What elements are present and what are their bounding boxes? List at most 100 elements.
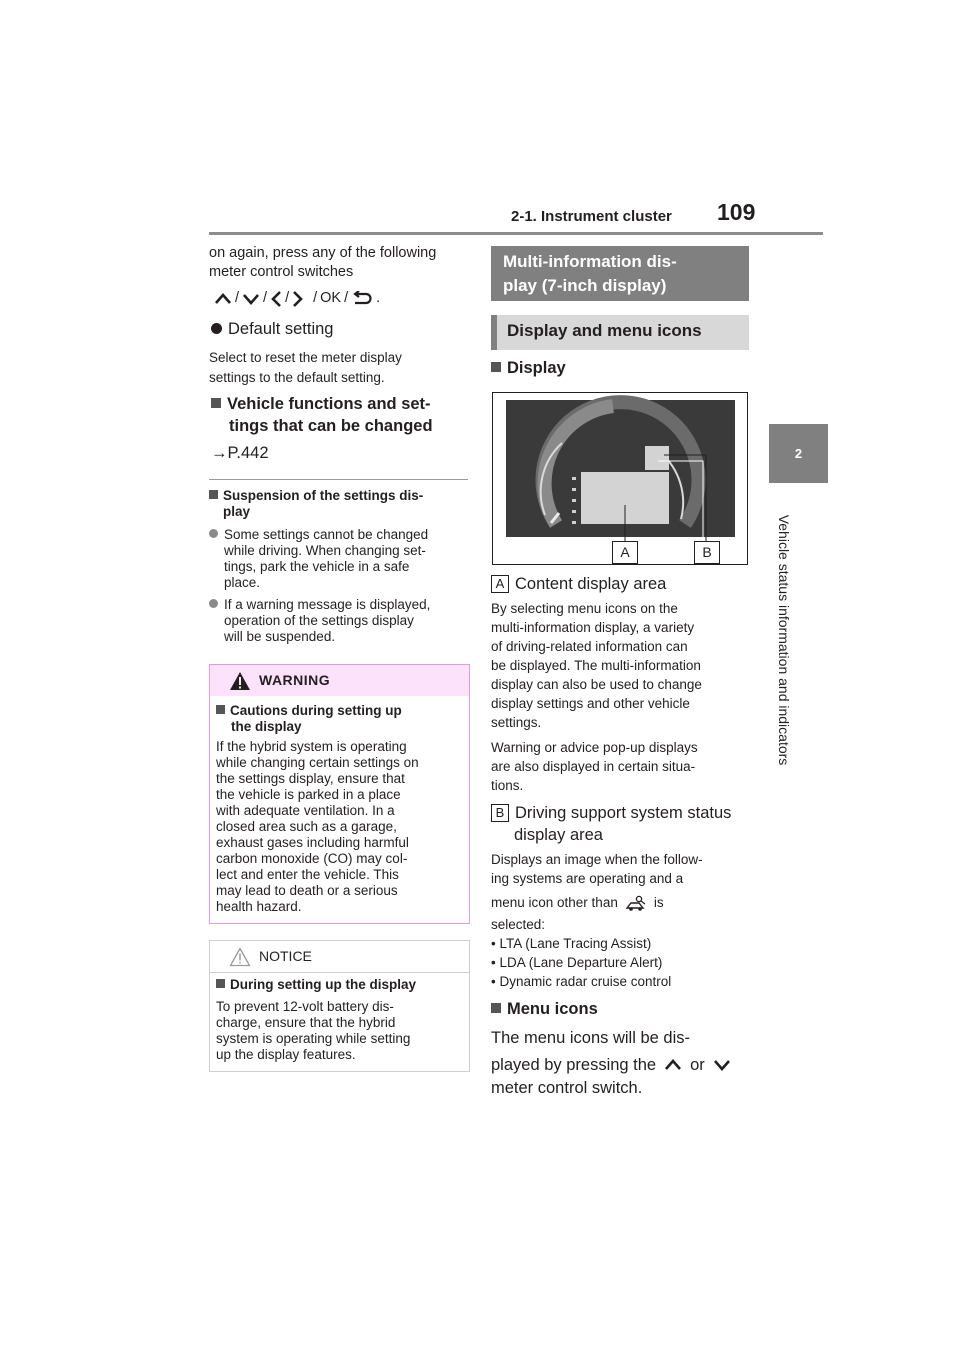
item-a-line: settings.: [491, 715, 542, 730]
warning-text-line: with adequate ventilation. In a: [216, 803, 395, 818]
notice-title: NOTICE: [259, 948, 312, 964]
intro-line-2: meter control switches: [209, 264, 354, 280]
suspension-item-2: If a warning message is displayed, opera…: [209, 597, 430, 645]
default-setting-title: Default setting: [228, 320, 334, 338]
page-number: 109: [717, 199, 756, 225]
switch-list: / / / / OK / .: [214, 289, 380, 308]
warning-text-line: may lead to death or a serious: [216, 883, 398, 898]
menu-icons-heading: Menu icons: [491, 998, 598, 1020]
display-heading-text: Display: [507, 359, 566, 377]
notice-text-line: system is operating while setting: [216, 1031, 411, 1046]
chevron-left-icon: [271, 290, 281, 307]
system-list-item: • LTA (Lane Tracing Assist): [491, 936, 652, 951]
divider: [209, 479, 468, 480]
arrow-right-icon: →: [211, 444, 228, 462]
menu-icons-heading-text: Menu icons: [507, 1000, 598, 1018]
item-a-line: are also displayed in certain situa-: [491, 759, 696, 774]
system-list-item: • LDA (Lane Departure Alert): [491, 955, 663, 970]
warning-title: WARNING: [259, 672, 331, 688]
item-a-title-text: Content display area: [515, 575, 667, 593]
header-rule: [209, 232, 823, 235]
display-illustration: [506, 395, 735, 541]
label-b-box: B: [491, 804, 509, 822]
section-title-bar: Multi-information dis- play (7-inch disp…: [491, 246, 749, 301]
item-a-line: of driving-related information can: [491, 639, 688, 654]
caution-triangle-icon: [229, 947, 251, 967]
item-a-line: tions.: [491, 778, 524, 793]
suspension-item-2-line: operation of the settings display: [224, 613, 414, 628]
dot-bullet-icon: [209, 599, 218, 608]
notice-text-line: charge, ensure that the hybrid: [216, 1015, 396, 1030]
warning-box: WARNING Cautions during setting up the d…: [209, 664, 470, 924]
switch-separator: /: [313, 290, 318, 306]
warning-text-line: exhaust gases including harmful: [216, 835, 409, 850]
item-b-line-1: Displays an image when the follow-: [491, 852, 703, 867]
item-a-line: By selecting menu icons on the: [491, 601, 678, 616]
default-setting-text-2: settings to the default setting.: [209, 370, 385, 385]
square-bullet-icon: [209, 490, 218, 499]
ok-switch-label: OK: [320, 290, 342, 306]
item-a-line: display can also be used to change: [491, 677, 702, 692]
chevron-down-icon: [713, 1060, 730, 1071]
callout-label-b: B: [694, 541, 720, 564]
warning-header: WARNING: [210, 665, 469, 696]
callout-label-a: A: [612, 541, 638, 564]
suspension-heading-line-1: Suspension of the settings dis-: [223, 488, 424, 503]
menu-line-2: played by pressing the or: [491, 1054, 731, 1076]
driver-assist-menu-icon: [625, 895, 646, 911]
system-list-item: • Dynamic radar cruise control: [491, 974, 672, 989]
item-a-line: display settings and other vehicle: [491, 696, 690, 711]
square-bullet-icon: [216, 705, 225, 714]
back-arrow-icon: [353, 290, 372, 304]
item-a-line: Warning or advice pop-up displays: [491, 740, 698, 755]
suspension-item-2-line: will be suspended.: [224, 629, 336, 644]
chapter-number: 2: [794, 446, 803, 461]
warning-heading: Cautions during setting up the display: [216, 703, 402, 735]
vehicle-functions-heading: Vehicle functions and set-: [211, 393, 431, 415]
item-b-title-line-2: display area: [514, 826, 603, 844]
bullet-icon: [211, 323, 222, 334]
square-bullet-icon: [211, 398, 221, 408]
switch-separator: /: [263, 290, 268, 306]
switch-separator: /: [235, 290, 240, 306]
chevron-up-icon: [215, 292, 231, 304]
warning-text-line: the settings display, ensure that: [216, 771, 405, 786]
page-reference: →P.442: [211, 442, 269, 464]
notice-box: NOTICE During setting up the display To …: [209, 940, 470, 1072]
section-title-line-2: play (7-inch display): [503, 276, 667, 295]
section-title-line-1: Multi-information dis-: [503, 252, 677, 271]
item-a-title: A Content display area: [491, 573, 666, 595]
page-reference-text: P.442: [227, 444, 269, 462]
notice-text: To prevent 12-volt battery dis-charge, e…: [216, 999, 410, 1063]
menu-line-2-or: or: [690, 1056, 705, 1074]
item-b-line-4: selected:: [491, 917, 546, 932]
item-a-description-2: Warning or advice pop-up displays are als…: [491, 738, 698, 795]
display-heading: Display: [491, 357, 566, 379]
item-b-line-3-start: menu icon other than: [491, 895, 618, 910]
suspension-item-1: Some settings cannot be changed while dr…: [209, 527, 428, 591]
notice-heading-text: During setting up the display: [230, 977, 417, 992]
warning-triangle-icon: [230, 672, 250, 690]
subsection-title-bar: Display and menu icons: [491, 315, 749, 350]
display-figure: A B: [492, 392, 748, 565]
warning-heading-line-2: the display: [231, 719, 302, 734]
default-setting-heading: Default setting: [211, 318, 333, 340]
dot-bullet-icon: [209, 529, 218, 538]
square-bullet-icon: [216, 979, 225, 988]
suspension-item-1-line: Some settings cannot be changed: [224, 527, 429, 542]
notice-text-line: up the display features.: [216, 1047, 356, 1062]
notice-heading: During setting up the display: [216, 977, 416, 992]
warning-text-line: lect and enter the vehicle. This: [216, 867, 399, 882]
suspension-heading-line-2: play: [223, 504, 251, 519]
menu-line-1: The menu icons will be dis-: [491, 1029, 690, 1047]
notice-header: NOTICE: [210, 941, 469, 973]
warning-text-line: while changing certain settings on: [216, 755, 419, 770]
suspension-heading: Suspension of the settings dis-: [209, 488, 423, 504]
item-b-line-3-end: is: [653, 895, 664, 910]
warning-heading-line-1: Cautions during setting up: [230, 703, 402, 718]
chevron-down-icon: [243, 293, 260, 305]
label-a-box: A: [491, 575, 509, 593]
